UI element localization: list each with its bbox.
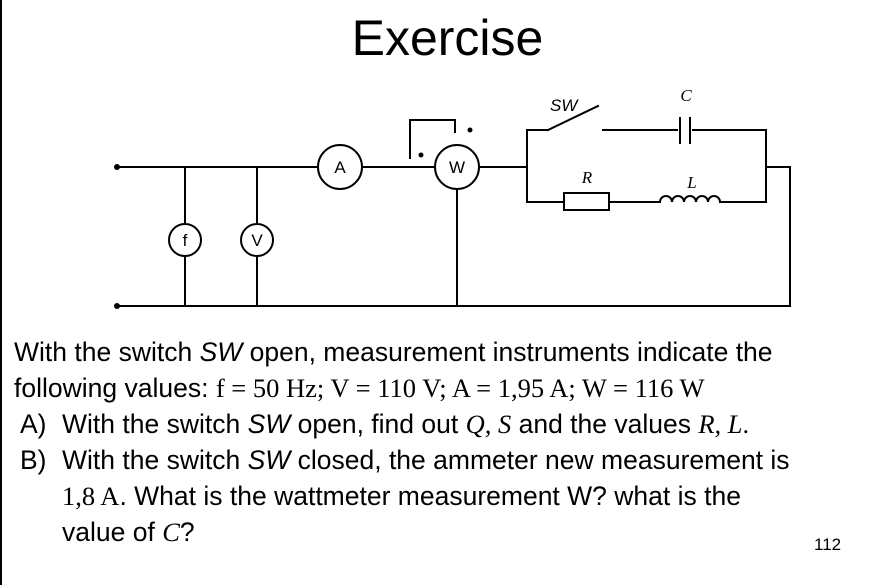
question-b-line-2: 1,8 A. What is the wattmeter measurement…: [62, 481, 741, 511]
terminal-dot-bottom: [114, 303, 120, 309]
intro-line-2: following values: f = 50 Hz; V = 110 V; …: [14, 373, 705, 403]
resistor-body: [563, 192, 610, 211]
inductor-coil: [658, 195, 722, 204]
load-right-wire: [765, 166, 791, 307]
capacitor-label: C: [680, 86, 692, 105]
wattmeter-label: W: [449, 158, 465, 177]
wattmeter-dot-left: [418, 152, 424, 158]
question-b: B)With the switch SW closed, the ammeter…: [20, 445, 790, 475]
frequency-meter-label: f: [183, 231, 188, 250]
voltmeter-label: V: [251, 231, 263, 250]
ammeter-label: A: [334, 158, 346, 177]
capacitor-right-wire: [692, 129, 767, 203]
voltmeter: [240, 223, 274, 257]
frequency-meter: [168, 223, 202, 257]
page-number: 112: [814, 535, 842, 554]
switch-label: SW: [550, 96, 579, 115]
resistor-label: R: [581, 168, 593, 187]
terminal-dot-top: [114, 164, 120, 170]
question-b-line-3: value of C?: [62, 517, 195, 547]
slide-title: Exercise: [351, 10, 544, 66]
left-border: [0, 0, 2, 585]
question-a: A)With the switch SW open, find out Q, S…: [20, 409, 750, 439]
wattmeter-dot-right: [467, 127, 473, 133]
inductor-label: L: [686, 173, 696, 192]
wattmeter: [434, 144, 480, 190]
ammeter: [317, 144, 363, 190]
switch-blade: [546, 104, 600, 132]
intro-line-1: With the switch SW open, measurement ins…: [14, 337, 773, 367]
problem-statement: With the switch SW open, measurement ins…: [14, 334, 889, 550]
wattmeter-voltage-coil-wire: [409, 119, 456, 159]
circuit-diagram: f V A W SW C R L: [114, 86, 791, 309]
